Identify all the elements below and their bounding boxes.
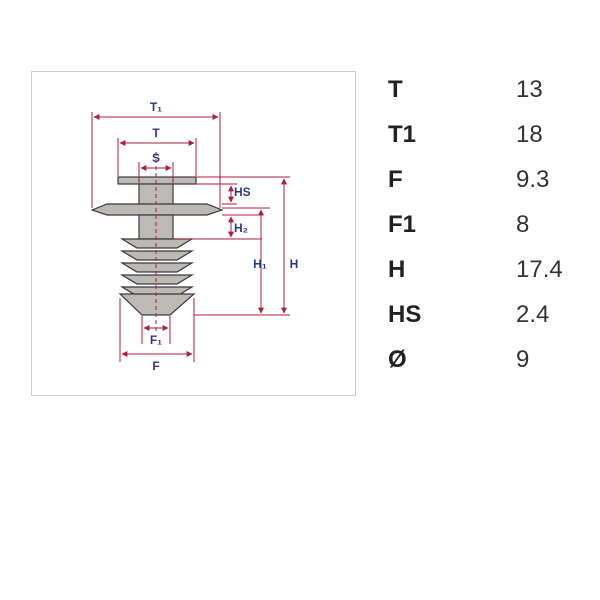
rib-2 <box>119 250 195 261</box>
h1-label: H₁ <box>253 257 267 271</box>
s-label: S <box>152 151 160 165</box>
spec-label: HS <box>388 301 422 328</box>
h-label: H <box>290 257 299 271</box>
spec-row-f: F 9.3 <box>388 166 588 211</box>
specification-table: T 13 T1 18 F 9.3 F1 8 H 17.4 HS 2.4 Ø 9 <box>388 76 588 391</box>
spec-value: 2.4 <box>516 301 550 328</box>
f-label: F <box>152 359 159 373</box>
t1-label: T₁ <box>150 100 162 114</box>
technical-drawing-panel: T₁ T S HS H₂ H₁ H F₁ F <box>31 71 356 396</box>
rib-4 <box>119 274 195 285</box>
spec-row-hs: HS 2.4 <box>388 301 588 346</box>
spec-row-t: T 13 <box>388 76 588 121</box>
h2-label: H₂ <box>234 221 248 235</box>
spec-value: 9.3 <box>516 166 550 193</box>
spec-value: 8 <box>516 211 530 238</box>
t-label: T <box>152 126 160 140</box>
spec-label: T1 <box>388 121 417 148</box>
spec-row-t1: T1 18 <box>388 121 588 166</box>
spec-label: T <box>388 76 403 103</box>
push-rivet-clip-drawing <box>90 176 224 316</box>
spec-value: 18 <box>516 121 543 148</box>
rib-3 <box>119 262 195 273</box>
tip-cone <box>118 293 196 316</box>
spec-value: 9 <box>516 346 530 373</box>
f1-label: F₁ <box>150 333 162 347</box>
top-cap <box>117 176 197 185</box>
spec-label: F1 <box>388 211 417 238</box>
hs-label: HS <box>234 185 251 199</box>
dimension-lines <box>91 112 290 362</box>
flange <box>90 203 224 216</box>
spec-row-h: H 17.4 <box>388 256 588 301</box>
rib-1 <box>119 238 195 249</box>
spec-row-f1: F1 8 <box>388 211 588 256</box>
spec-label: F <box>388 166 403 193</box>
fastener-diagram: T₁ T S HS H₂ H₁ H F₁ F <box>90 100 299 373</box>
spec-label: Ø <box>388 346 407 373</box>
spec-label: H <box>388 256 406 283</box>
spec-row-diameter: Ø 9 <box>388 346 588 391</box>
spec-value: 13 <box>516 76 543 103</box>
spec-value: 17.4 <box>516 256 563 283</box>
